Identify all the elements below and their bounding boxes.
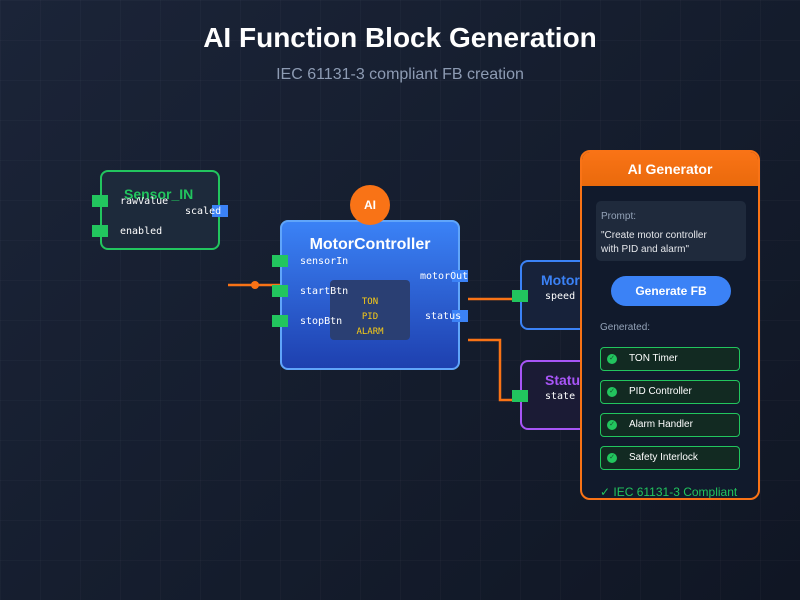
generated-label: Generated: [600, 322, 651, 333]
fb-sensor-in-name: Sensor_IN [124, 186, 194, 202]
prompt-line-2: with PID and alarm" [601, 244, 690, 255]
internal-alarm: ALARM [356, 327, 384, 337]
generated-item-label: Alarm Handler [629, 419, 693, 430]
port-label-rawvalue: rawValue [120, 196, 169, 207]
port-label-stopbtn: stopBtn [300, 316, 343, 327]
fb-motor-controller-name: MotorController [309, 236, 431, 253]
compliance-badge: ✓ IEC 61131-3 Compliant [600, 485, 738, 499]
port-label-scaled: scaled [185, 206, 222, 217]
port-rawvalue[interactable] [92, 195, 108, 207]
prompt-label: Prompt: [601, 211, 637, 222]
port-label-sensorin: sensorIn [300, 256, 349, 267]
generated-item-label: TON Timer [629, 353, 678, 364]
port-label-status: status [425, 311, 462, 322]
panel-header: AI Generator [582, 152, 758, 186]
port-scaled[interactable] [212, 205, 228, 217]
port-speed[interactable] [512, 290, 528, 302]
port-status[interactable] [452, 310, 468, 322]
prompt-text: "Create motor controller with PID and al… [601, 229, 741, 257]
page-title: AI Function Block Generation [203, 22, 597, 53]
internal-ton: TON [361, 297, 379, 307]
port-label-startbtn: startBtn [300, 286, 349, 297]
generated-item[interactable]: ✓ PID Controller [600, 380, 740, 404]
port-startbtn[interactable] [272, 285, 288, 297]
port-label-motorout: motorOut [420, 271, 469, 282]
port-enabled[interactable] [92, 225, 108, 237]
generate-fb-button[interactable]: Generate FB [611, 276, 731, 306]
fb-motor-output-name: Motor [541, 272, 580, 288]
port-stopbtn[interactable] [272, 315, 288, 327]
prompt-box[interactable]: Prompt: "Create motor controller with PI… [596, 201, 746, 261]
generated-item[interactable]: ✓ Alarm Handler [600, 413, 740, 437]
port-label-state: state [545, 391, 576, 402]
check-icon: ✓ [607, 453, 617, 463]
wire-junction [251, 281, 259, 289]
fb-internals-box [330, 280, 410, 340]
prompt-line-1: "Create motor controller [601, 230, 707, 241]
check-icon: ✓ [607, 387, 617, 397]
ai-badge: AI [350, 185, 390, 225]
port-label-enabled: enabled [120, 226, 163, 237]
port-sensorin[interactable] [272, 255, 288, 267]
internal-pid: PID [361, 312, 379, 322]
generated-item[interactable]: ✓ TON Timer [600, 347, 740, 371]
generated-item[interactable]: ✓ Safety Interlock [600, 446, 740, 470]
page-subtitle: IEC 61131-3 compliant FB creation [276, 66, 524, 83]
port-state[interactable] [512, 390, 528, 402]
wire-status-to-state [468, 338, 520, 402]
port-label-speed: speed [545, 291, 576, 302]
generated-item-label: PID Controller [629, 386, 692, 397]
generated-item-label: Safety Interlock [629, 452, 698, 463]
ai-generator-panel: AI Generator Prompt: "Create motor contr… [580, 150, 760, 500]
check-icon: ✓ [607, 420, 617, 430]
fb-status-name: Status [545, 372, 588, 388]
check-icon: ✓ [607, 354, 617, 364]
fb-sensor-in[interactable] [100, 170, 220, 250]
port-motorout[interactable] [452, 270, 468, 282]
